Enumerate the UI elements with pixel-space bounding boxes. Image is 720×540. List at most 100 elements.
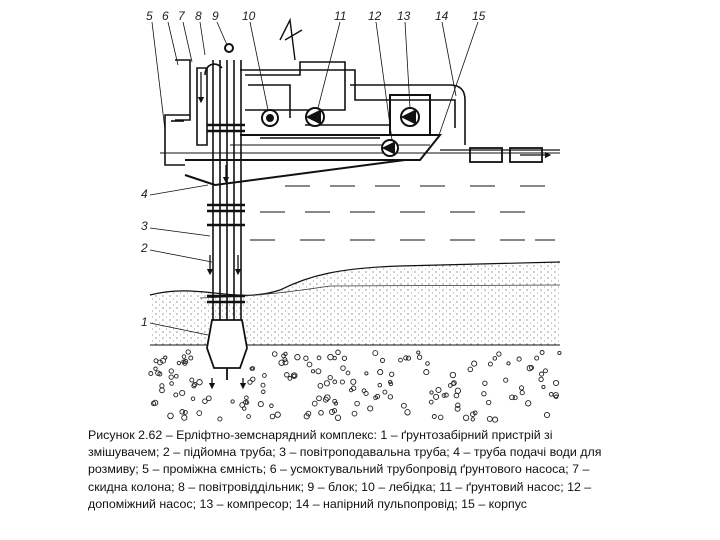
label-3: 3: [141, 219, 148, 233]
label-8: 8: [195, 9, 202, 23]
pebble: [317, 382, 324, 389]
pebble: [310, 369, 316, 374]
pebble: [250, 376, 256, 382]
pebble: [525, 400, 532, 407]
pebble: [372, 350, 379, 357]
pebble: [173, 373, 179, 379]
pebble: [539, 350, 545, 355]
pebble: [526, 365, 533, 372]
label-7: 7: [178, 9, 186, 23]
pebble: [181, 354, 187, 359]
pebble: [239, 402, 246, 408]
pebble: [389, 371, 395, 377]
pebble: [503, 377, 509, 383]
pebble: [341, 355, 348, 361]
lift-column: [207, 60, 245, 320]
pebble: [179, 389, 186, 397]
pebble: [318, 410, 324, 416]
pumps: [224, 43, 420, 157]
pebble: [315, 368, 322, 375]
pebble: [401, 402, 407, 409]
pebble: [416, 350, 421, 355]
pebble: [278, 359, 285, 366]
label-14: 14: [435, 9, 449, 23]
pebble: [518, 385, 525, 391]
pebble: [335, 349, 341, 356]
label-12: 12: [368, 9, 382, 23]
pebble: [433, 393, 440, 400]
pebble: [316, 355, 322, 361]
pebble: [470, 417, 475, 422]
intermediate-tank: [164, 59, 223, 166]
pebble: [182, 409, 188, 415]
floating-pipeline: [440, 147, 560, 163]
pebble: [449, 371, 457, 379]
pebble: [205, 395, 212, 402]
pebble: [257, 401, 264, 408]
hull: [184, 134, 443, 187]
pebble: [294, 354, 301, 361]
pebble: [425, 361, 430, 366]
pebble: [247, 379, 253, 385]
pebble: [153, 366, 158, 371]
pebble: [374, 393, 381, 399]
label-1: 1: [141, 315, 148, 329]
pebble: [305, 410, 312, 417]
pebble: [467, 366, 474, 373]
deck-equipment: [240, 17, 466, 145]
pebble: [367, 405, 374, 412]
pebble: [351, 410, 358, 417]
pebble: [416, 354, 423, 360]
pebble: [311, 400, 318, 407]
pebble: [539, 371, 545, 377]
pebble: [398, 357, 403, 363]
pebble: [388, 381, 394, 387]
pebble: [496, 351, 502, 357]
pebble: [181, 414, 188, 421]
pebble: [284, 372, 290, 378]
pebble: [332, 398, 338, 404]
pebble: [429, 390, 434, 395]
pebble: [492, 356, 498, 361]
pebble: [437, 414, 444, 421]
pebble: [243, 399, 248, 405]
pebble: [509, 394, 515, 401]
pebble: [179, 409, 185, 415]
pebble: [327, 353, 334, 361]
pebble: [230, 399, 235, 404]
intake-mixer: [206, 319, 248, 380]
label-15: 15: [472, 9, 486, 23]
pebble: [482, 380, 488, 386]
leader-lines: [149, 21, 479, 336]
pebble: [543, 368, 548, 374]
pebble: [167, 412, 174, 420]
pebble: [287, 376, 293, 381]
pebble: [529, 365, 534, 371]
pebble: [486, 415, 493, 422]
pebble: [159, 383, 165, 389]
pebble: [269, 413, 276, 420]
pebble: [492, 416, 499, 423]
flow-arrows: [197, 72, 552, 390]
label-5: 5: [146, 9, 153, 23]
pebble: [403, 355, 409, 361]
pebble: [290, 372, 298, 379]
pebble: [217, 416, 223, 422]
label-10: 10: [242, 9, 256, 23]
pebble: [316, 395, 322, 402]
pebble: [282, 359, 289, 366]
pebble: [176, 360, 182, 366]
pebble: [364, 371, 369, 376]
pebble: [404, 409, 411, 416]
pebble: [487, 361, 493, 367]
pebble: [516, 356, 522, 362]
pebble: [557, 350, 562, 356]
pebble: [262, 373, 267, 378]
label-13: 13: [397, 9, 411, 23]
pebble: [379, 357, 386, 363]
pebble: [191, 383, 197, 389]
pebble: [148, 371, 154, 376]
pebble: [471, 360, 478, 367]
pebble: [260, 382, 266, 388]
